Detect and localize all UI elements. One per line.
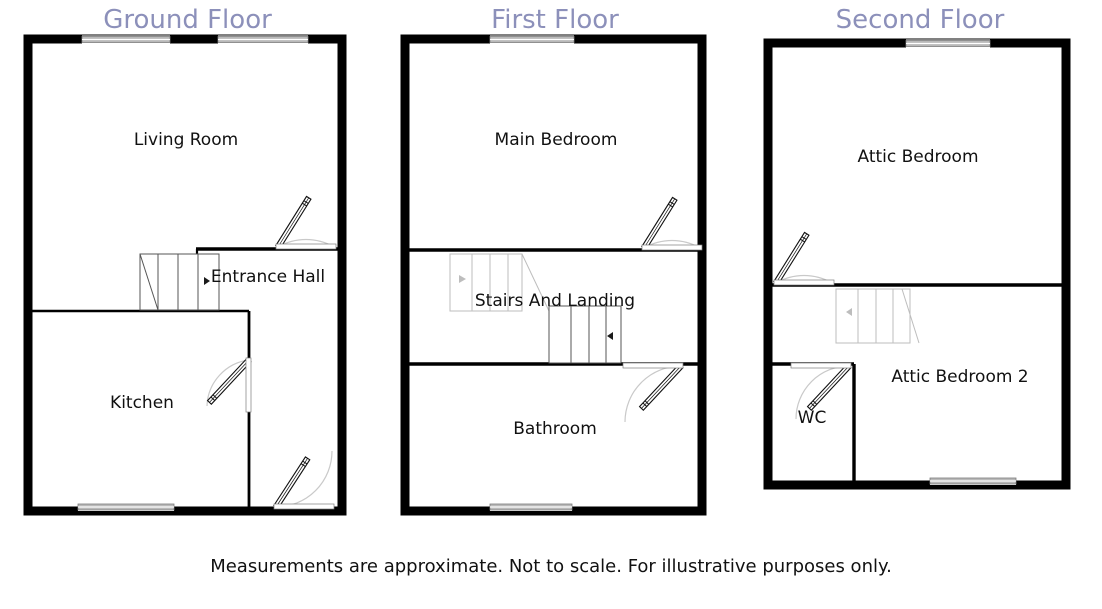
room-label-living-room: Living Room	[133, 130, 239, 150]
room-label-wc: WC	[797, 408, 827, 428]
second-door-attic-bedroom	[773, 231, 835, 286]
disclaimer-note: Measurements are approximate. Not to sca…	[210, 556, 892, 577]
ground-window-top-left	[81, 35, 171, 44]
second-staircase-up	[835, 288, 920, 344]
room-label-bathroom: Bathroom	[513, 419, 597, 439]
first-window-top	[489, 35, 575, 44]
room-label-stairs-and-landing: Stairs And Landing	[474, 291, 636, 311]
floor-title-ground: Ground Floor	[103, 5, 272, 35]
first-door-bedroom	[641, 196, 703, 251]
room-label-main-bedroom: Main Bedroom	[494, 130, 618, 150]
floor-title-first: First Floor	[491, 5, 619, 35]
second-window-bottom	[929, 477, 1017, 485]
first-staircase-down	[548, 305, 622, 364]
first-door-bathroom	[622, 362, 684, 423]
ground-internal-walls	[32, 247, 338, 507]
ground-window-bottom	[77, 503, 175, 511]
room-label-attic-bedroom-2: Attic Bedroom 2	[891, 367, 1029, 387]
first-outer-walls	[400, 34, 707, 516]
second-window-top	[905, 39, 991, 48]
first-window-bottom	[489, 503, 573, 511]
ground-window-top-right	[217, 35, 309, 44]
ground-door-living-to-hall	[275, 195, 337, 250]
room-label-attic-bedroom: Attic Bedroom	[857, 147, 979, 167]
room-label-kitchen: Kitchen	[110, 393, 174, 413]
ground-door-entrance	[273, 450, 335, 510]
first-floor-plan	[400, 34, 707, 516]
room-label-entrance-hall: Entrance Hall	[210, 267, 326, 287]
floor-title-second: Second Floor	[835, 5, 1005, 35]
